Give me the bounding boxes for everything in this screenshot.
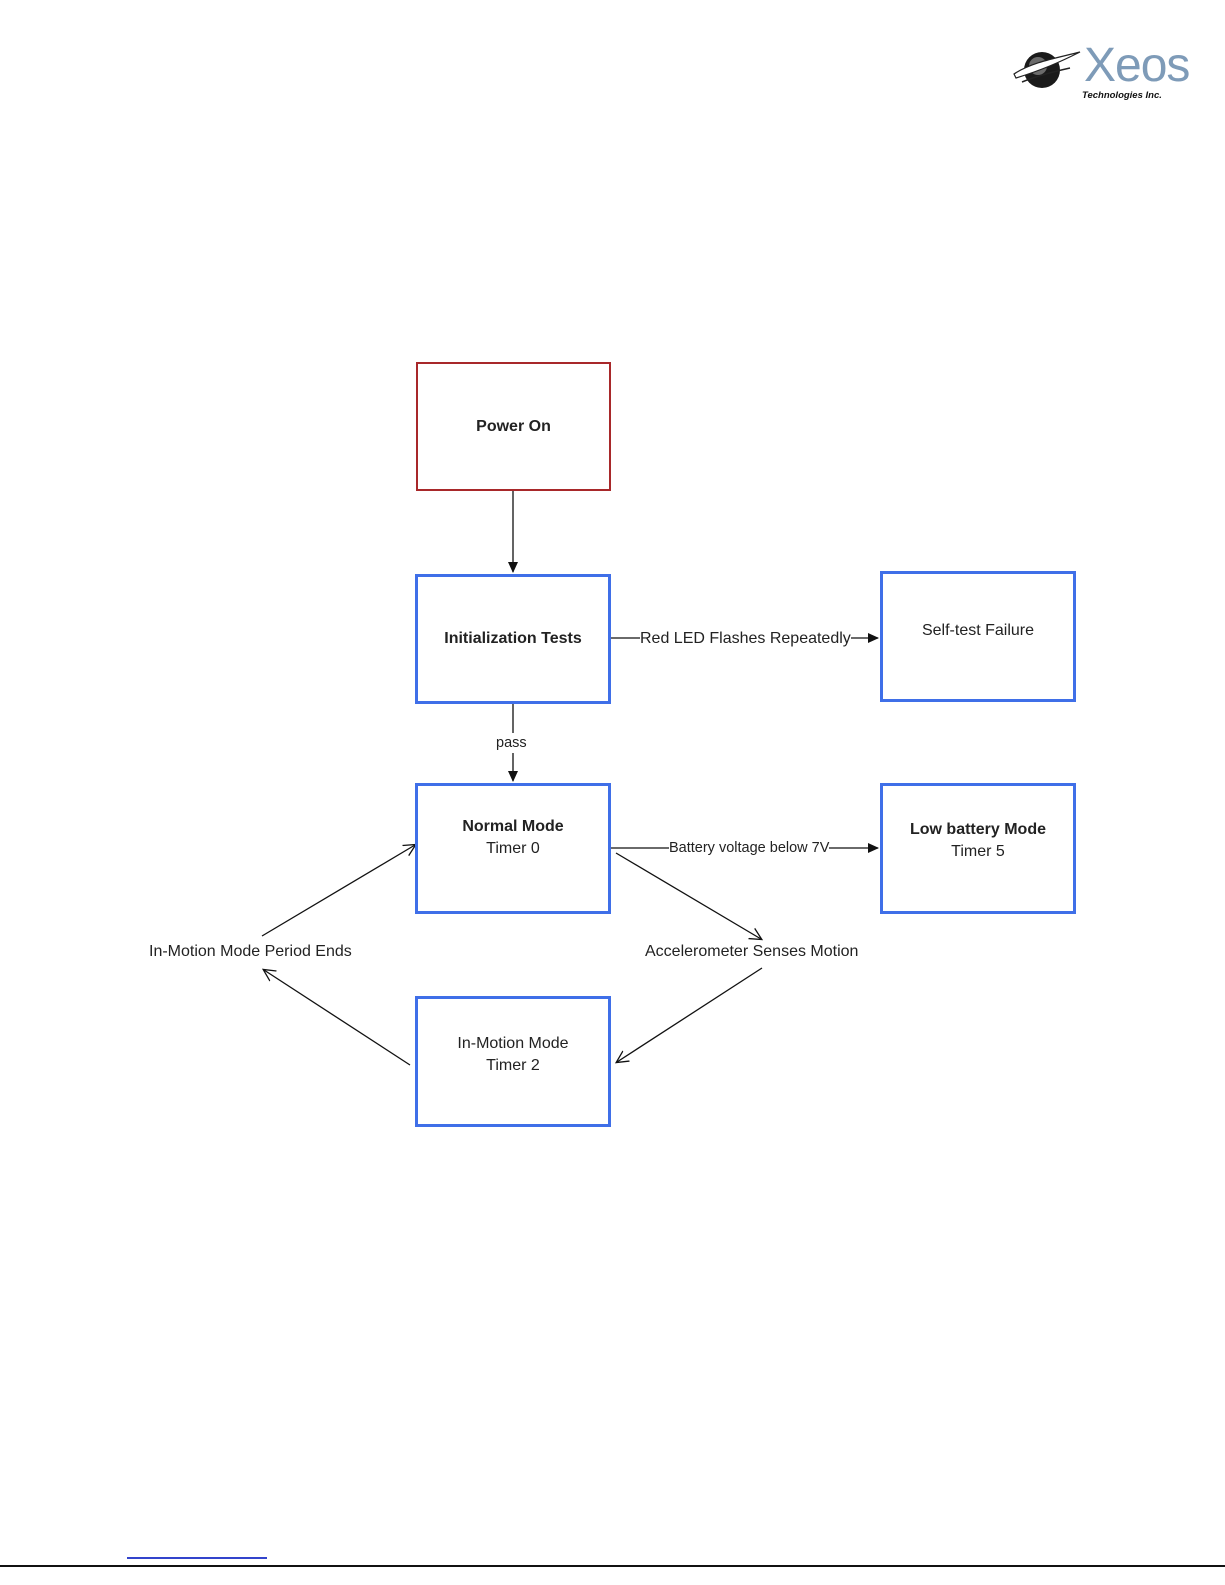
node-normal-mode: Normal Mode Timer 0 xyxy=(415,783,611,914)
edge-normal-to-accel xyxy=(616,853,761,939)
node-initialization-tests: Initialization Tests xyxy=(415,574,611,704)
edge-label-red-led: Red LED Flashes Repeatedly xyxy=(640,629,851,649)
node-in-motion-mode: In-Motion Mode Timer 2 xyxy=(415,996,611,1127)
edge-label-period-ends: In-Motion Mode Period Ends xyxy=(149,942,352,962)
node-title: Power On xyxy=(476,416,551,438)
edge-periodend-to-normal xyxy=(262,845,415,936)
node-title: In-Motion Mode xyxy=(457,1033,568,1055)
node-self-test-failure: Self-test Failure xyxy=(880,571,1076,702)
node-subtitle: Timer 0 xyxy=(486,838,540,860)
edge-label-battery: Battery voltage below 7V xyxy=(669,838,829,858)
edge-label-pass: pass xyxy=(496,733,527,753)
footer-link-underline[interactable] xyxy=(127,1557,267,1559)
node-subtitle: Timer 2 xyxy=(486,1055,540,1077)
edge-accel-to-inmotion xyxy=(617,968,762,1062)
node-power-on: Power On xyxy=(416,362,611,491)
edge-inmotion-to-periodend xyxy=(264,970,410,1065)
node-title: Low battery Mode xyxy=(910,819,1046,841)
node-title: Self-test Failure xyxy=(922,620,1034,642)
node-low-battery-mode: Low battery Mode Timer 5 xyxy=(880,783,1076,914)
node-title: Normal Mode xyxy=(462,816,563,838)
node-subtitle: Timer 5 xyxy=(951,841,1005,863)
node-title: Initialization Tests xyxy=(444,628,582,650)
edge-label-accelerometer: Accelerometer Senses Motion xyxy=(645,942,858,962)
footer-divider xyxy=(0,1565,1225,1567)
